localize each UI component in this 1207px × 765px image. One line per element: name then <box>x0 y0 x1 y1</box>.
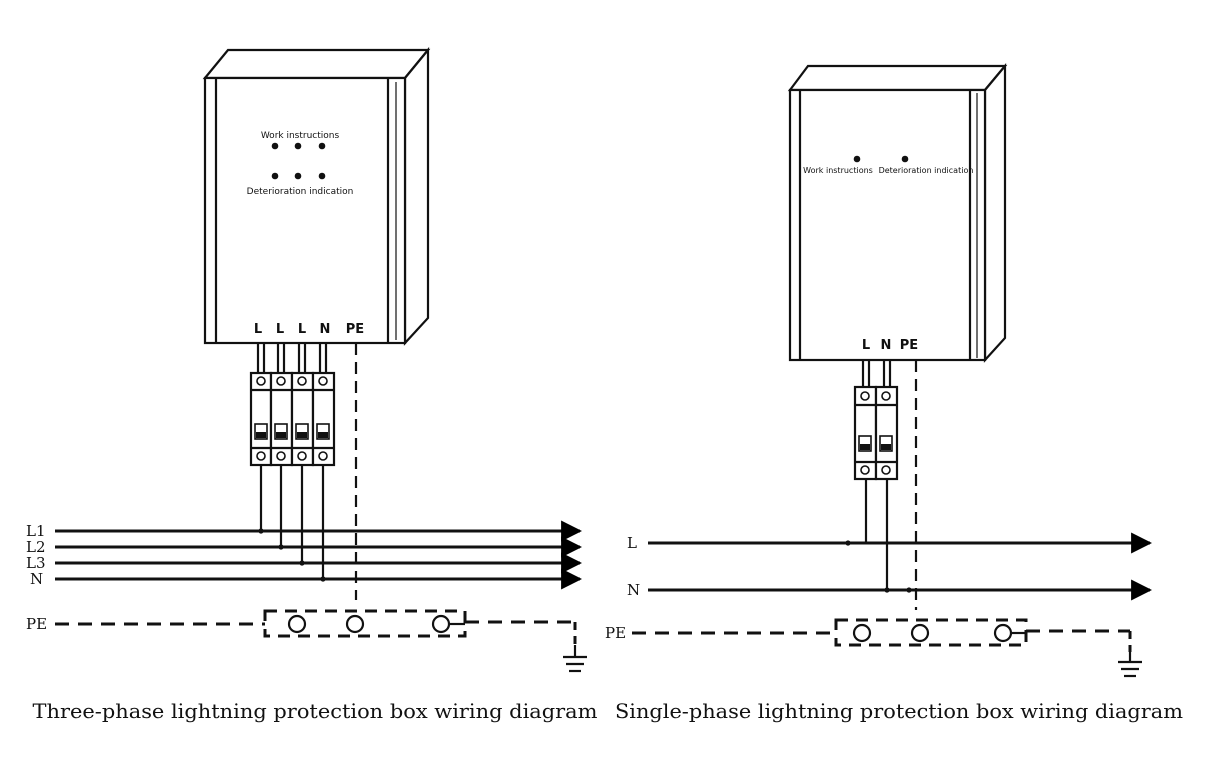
terminal-label: L <box>862 338 870 353</box>
single-phase-box-wires <box>861 360 918 610</box>
single-phase-work-label: Work instructions <box>803 166 873 175</box>
line-label-l3: L3 <box>26 554 46 572</box>
three-phase-breakers <box>249 371 336 467</box>
three-phase-ground-icon <box>563 645 587 673</box>
three-phase-deterioration-label: Deterioration indication <box>247 187 354 197</box>
single-phase-diagram <box>632 62 1153 678</box>
three-phase-caption: Three-phase lightning protection box wir… <box>33 699 598 723</box>
three-phase-text: Work instructions Deterioration indicati… <box>26 131 598 723</box>
terminal-label: L <box>254 322 262 337</box>
line-label-pe: PE <box>605 624 626 642</box>
three-phase-diagram <box>55 46 587 673</box>
terminal-label: PE <box>346 322 364 337</box>
terminal-label: N <box>881 338 892 353</box>
single-phase-text: Work instructions Deterioration indicati… <box>605 166 1183 723</box>
single-phase-ground-icon <box>1118 652 1142 678</box>
line-label-n: N <box>627 581 640 599</box>
single-phase-protection-box <box>787 62 1008 363</box>
three-phase-pe-bar <box>55 609 577 645</box>
single-phase-deterioration-label: Deterioration indication <box>879 166 974 175</box>
terminal-label: PE <box>900 338 918 353</box>
terminal-label: N <box>320 322 331 337</box>
line-label-l2: L2 <box>26 538 46 556</box>
three-phase-box-wires <box>256 343 358 600</box>
single-phase-caption: Single-phase lightning protection box wi… <box>615 699 1183 723</box>
three-phase-protection-box <box>202 46 431 346</box>
single-phase-pe-bar <box>632 618 1132 652</box>
deterioration-indicator-leds <box>271 172 326 180</box>
line-label-l1: L1 <box>26 522 46 540</box>
terminal-label: L <box>298 322 306 337</box>
terminal-label: L <box>276 322 284 337</box>
line-label-l: L <box>627 534 637 552</box>
single-phase-drop-wires <box>845 479 912 593</box>
three-phase-work-label: Work instructions <box>261 131 340 141</box>
single-phase-indicator-leds <box>853 155 909 163</box>
single-phase-breakers <box>853 385 899 481</box>
line-label-n: N <box>30 570 43 588</box>
work-indicator-leds <box>271 142 326 150</box>
line-label-pe: PE <box>26 615 47 633</box>
